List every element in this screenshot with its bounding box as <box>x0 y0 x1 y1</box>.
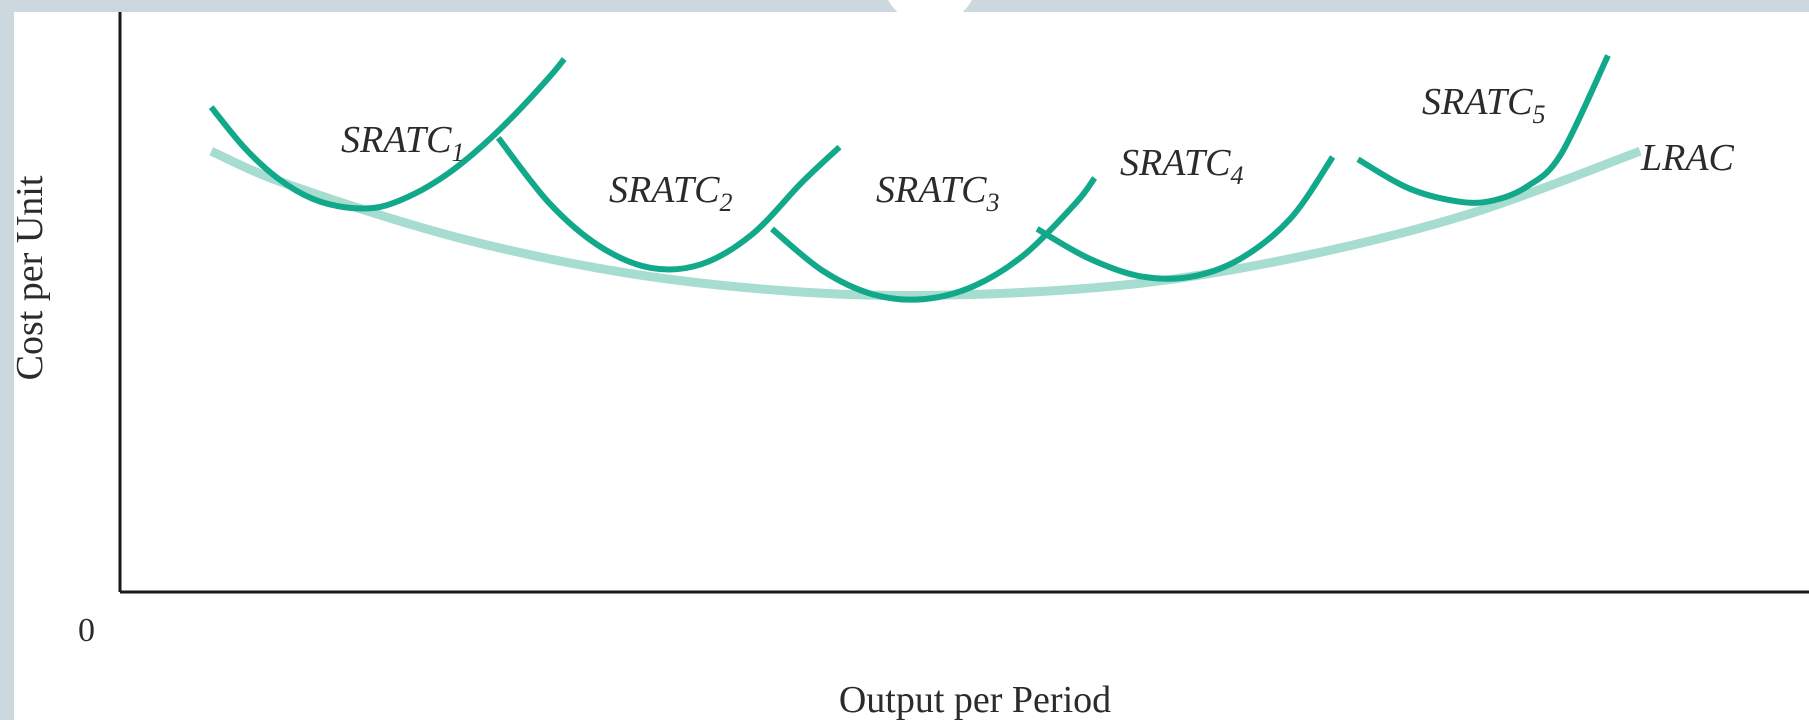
axes <box>118 12 1809 594</box>
sratc4-label: SRATC4 <box>1120 142 1244 190</box>
sratc5-curve <box>1356 54 1611 206</box>
sratc2-subscript: 2 <box>720 188 733 217</box>
sratc3-subscript: 3 <box>986 188 1000 217</box>
sratc1-label: SRATC1 <box>341 119 465 167</box>
lrac-label: LRAC <box>1640 137 1735 179</box>
origin-label: 0 <box>78 612 95 649</box>
chart-panel <box>14 0 1809 720</box>
sratc2-curve <box>495 136 842 273</box>
sratc1-subscript: 1 <box>452 138 465 167</box>
sratc4-curve <box>1035 155 1336 282</box>
x-axis-label: Output per Period <box>839 679 1111 720</box>
sratc2-label: SRATC2 <box>609 169 733 217</box>
sratc3-curve <box>770 176 1098 303</box>
sratc4-subscript: 4 <box>1231 161 1244 190</box>
sratc5-subscript: 5 <box>1533 100 1546 129</box>
sratc3-label: SRATC3 <box>876 169 1000 217</box>
y-axis-label: Cost per Unit <box>9 175 51 380</box>
lrac-curve <box>209 146 1642 301</box>
sratc5-label: SRATC5 <box>1422 81 1546 129</box>
curves <box>208 54 1642 303</box>
sratc1-curve <box>208 57 567 212</box>
